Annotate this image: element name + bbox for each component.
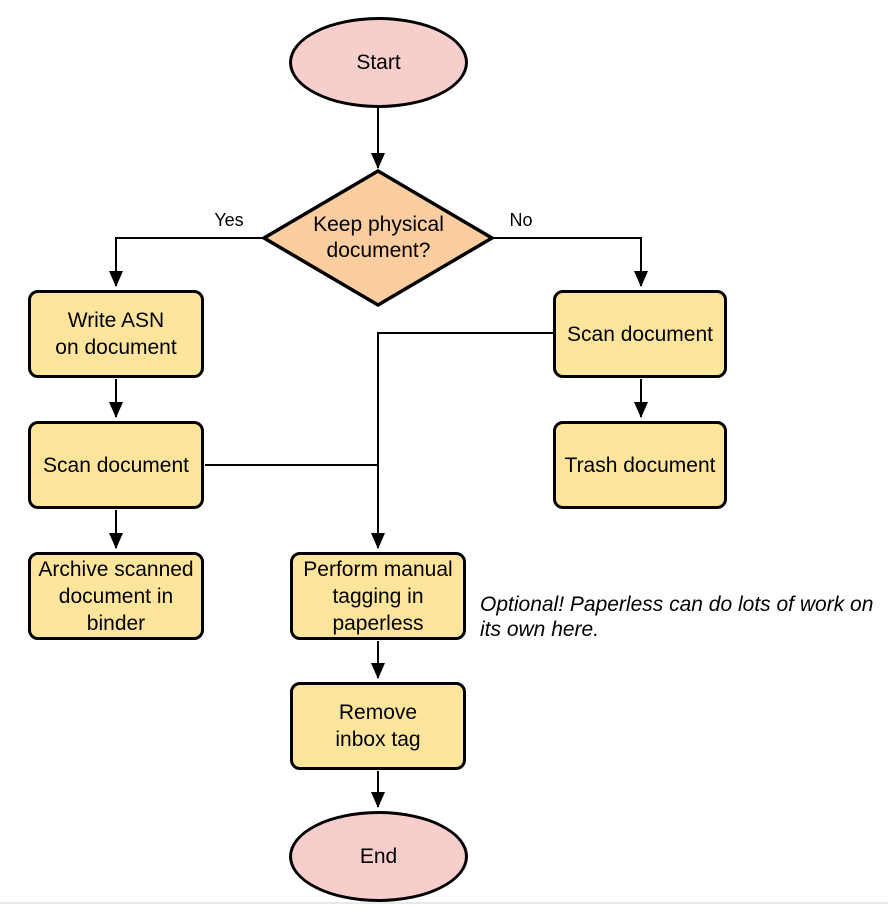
node-scan-document-left-label: Scan document	[43, 453, 189, 477]
footer-divider	[0, 902, 888, 904]
node-write-asn-label: Write ASN on document	[55, 309, 177, 359]
edge-decision-yes-to-write-asn	[109, 237, 265, 287]
node-archive-binder-label: Archive scanned document in binder	[38, 557, 194, 635]
node-write-asn: Write ASN on document	[28, 290, 204, 378]
node-end: End	[289, 811, 468, 902]
node-remove-inbox-tag: Remove inbox tag	[290, 682, 466, 770]
node-start: Start	[289, 17, 468, 108]
edge-label-no: No	[509, 210, 533, 230]
node-trash-document-label: Trash document	[564, 453, 716, 477]
node-scan-document-right: Scan document	[553, 290, 727, 378]
edge-label-yes: Yes	[214, 210, 244, 230]
edge-scan-right-to-tagging	[371, 332, 553, 549]
node-manual-tagging: Perform manual tagging in paperless	[290, 552, 466, 640]
edge-decision-no-to-scan-right	[491, 237, 648, 287]
node-scan-document-left: Scan document	[28, 421, 204, 509]
optional-note: Optional! Paperless can do lots of work …	[480, 593, 874, 641]
node-remove-inbox-tag-label: Remove inbox tag	[335, 701, 421, 751]
node-trash-document: Trash document	[553, 421, 727, 509]
node-manual-tagging-label: Perform manual tagging in paperless	[303, 557, 453, 635]
decision-diamond-shape	[260, 168, 496, 308]
node-start-label: Start	[356, 51, 401, 74]
node-scan-document-right-label: Scan document	[567, 322, 713, 346]
node-archive-binder: Archive scanned document in binder	[28, 552, 204, 640]
node-decision-label: Keep physical document?	[313, 213, 444, 262]
node-end-label: End	[359, 845, 398, 868]
